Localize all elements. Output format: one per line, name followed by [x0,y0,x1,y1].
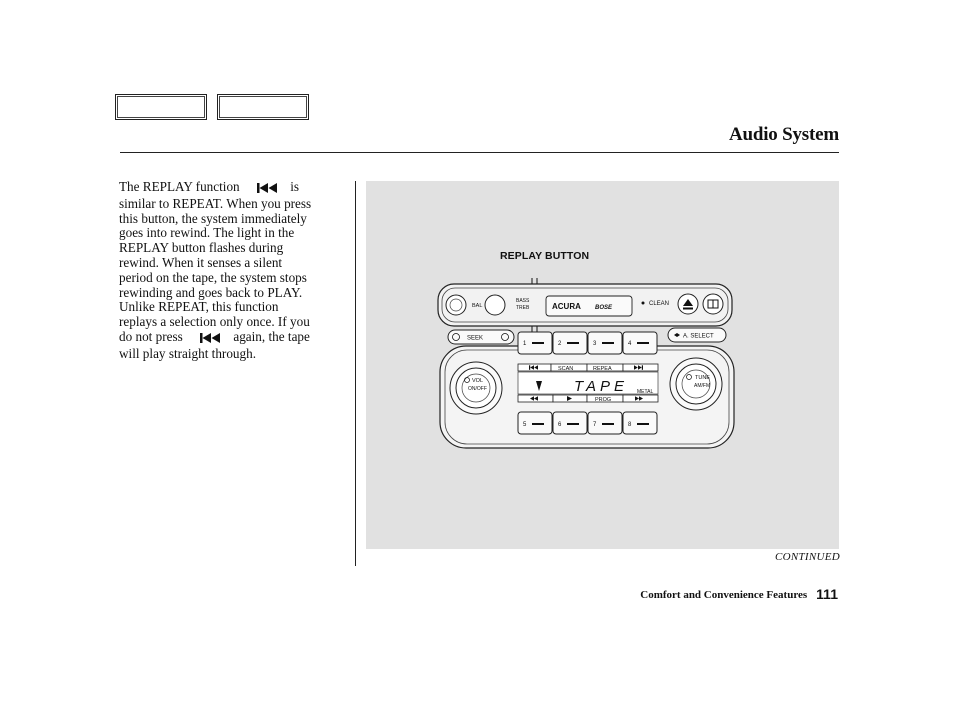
svg-text:3: 3 [593,341,597,347]
header-rule [120,152,839,153]
fast-forward-button[interactable] [622,394,659,403]
play-icon [567,396,572,401]
footer-section-name: Comfort and Convenience Features [640,589,808,601]
text-line: this button, the system immediately [119,210,307,226]
text-line: goes into rewind. The light in the [119,225,295,241]
replay-icon [200,332,221,347]
text-line: similar to REPEAT. When you press [119,195,312,211]
clean-label: CLEAN [649,301,669,307]
svg-text:7: 7 [593,422,597,428]
column-divider [355,181,356,566]
text-line: rewind. When it senses a silent [119,254,283,270]
text-fragment: is [290,179,300,194]
a-select-label: A. SELECT [683,334,714,340]
play-button[interactable] [552,394,588,403]
balance-knob [445,294,467,316]
svg-text:6: 6 [558,422,562,428]
svg-text:5: 5 [523,422,527,428]
a-select-button [667,327,727,343]
svg-text:2: 2 [558,341,562,347]
bass-label: BASS [516,298,530,304]
replay-button[interactable] [517,363,552,372]
section-title: Audio System [728,124,839,145]
fast-forward-icon [635,396,643,401]
page-footer: Comfort and Convenience Features 111 [640,586,838,604]
svg-text:REPEA: REPEA [593,366,612,372]
text-fragment: do not press [119,328,183,344]
bal-label: BAL [472,303,482,309]
skip-button[interactable] [622,363,659,372]
body-text: The REPLAY function is similar to REPEAT… [119,179,347,362]
svg-text:1: 1 [523,341,527,347]
nav-previous-button[interactable] [115,94,207,120]
eject-icon [683,299,693,306]
replay-icon [529,365,538,370]
scan-button[interactable]: SCAN [550,363,588,372]
text-line: period on the tape, the system stops [119,269,307,285]
svg-text:4: 4 [628,341,632,347]
tape-display [517,371,659,395]
text-line: will play straight through. [119,345,256,361]
preset-button-5[interactable]: 5 [517,411,553,435]
continued-label: CONTINUED [774,551,840,563]
replay-button-callout: REPLAY BUTTON [500,250,590,262]
metal-label: METAL [637,389,654,395]
text-line: The REPLAY function is [119,179,347,197]
text-fragment: The REPLAY function [119,179,240,194]
text-fragment: again, the tape [233,328,310,344]
seek-button [447,329,515,345]
seek-label: SEEK [467,336,483,342]
page-number: 111 [816,586,838,602]
replay-icon [256,182,277,197]
prog-button[interactable]: PROG [586,394,624,403]
preset-button-2[interactable]: 2 [552,331,588,355]
text-line: REPLAY button flashes during [119,240,284,256]
audio-brand-label: BOSE [595,305,613,311]
radio-illustration: BAL BASS TREB ACURA BOSE CLEAN SEEK A. S… [437,278,735,449]
bass-treb-knob [484,294,506,316]
treb-label: TREB [516,305,530,311]
nav-next-button[interactable] [217,94,309,120]
text-line: Unlike REPEAT, this function [119,299,279,315]
volume-knob[interactable]: VOL ON/OFF [449,361,503,415]
rewind-button[interactable] [517,394,554,403]
text-line: rewinding and goes back to PLAY. [119,284,303,300]
preset-button-8[interactable]: 8 [622,411,658,435]
preset-button-1[interactable]: 1 [517,331,553,355]
preset-button-6[interactable]: 6 [552,411,588,435]
preset-button-3[interactable]: 3 [587,331,623,355]
repeat-button[interactable]: REPEA [586,363,624,372]
text-line: replays a selection only once. If you [119,314,310,330]
text-line: do not press again, the tape [119,328,347,347]
brand-label: ACURA [552,302,581,311]
svg-text:PROG: PROG [595,397,611,403]
svg-text:TUNE: TUNE [695,375,710,381]
preset-button-7[interactable]: 7 [587,411,623,435]
preset-button-4[interactable]: 4 [622,331,658,355]
svg-text:AM/FM: AM/FM [694,383,710,389]
svg-text:SCAN: SCAN [558,366,573,372]
skip-forward-icon [634,365,643,370]
display-text: TAPE [574,378,628,395]
tape-direction-icon [536,381,542,391]
svg-text:8: 8 [628,422,632,428]
brand-plate [545,295,633,317]
tune-knob[interactable]: TUNE AM/FM [669,357,723,411]
svg-text:ON/OFF: ON/OFF [468,386,487,392]
svg-text:VOL: VOL [472,378,483,384]
rewind-icon [530,396,538,401]
